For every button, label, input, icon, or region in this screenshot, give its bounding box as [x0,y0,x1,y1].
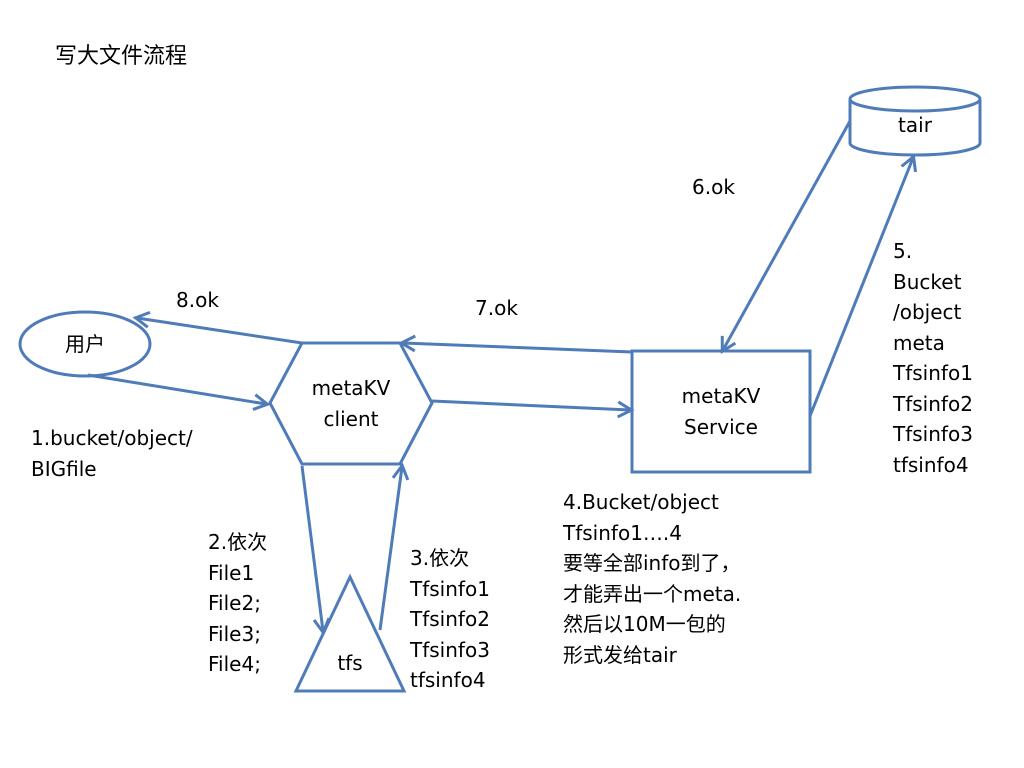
arrow-tair-to-service [723,120,852,350]
step6-label: 6.ok [692,175,735,199]
user-node-label: 用户 [65,332,105,356]
arrow-tfs-to-client [378,467,402,631]
client-node-label: metaKV client [311,376,391,431]
arrow-user-to-client [87,373,266,404]
arrow-service-to-tair [808,158,913,417]
arrow-client-to-service [431,399,630,410]
service-node-label: metaKV Service [681,384,761,439]
tair-node-label: tair [898,113,932,137]
step4-label: 4.Bucket/object Tfsinfo1….4 要等全部info到了， … [563,490,742,667]
user-node-shape [18,310,152,378]
step1-label: 1.bucket/object/ BIGfile [31,426,193,481]
tfs-node-label: tfs [337,651,363,675]
step7-label: 7.ok [475,296,518,320]
tair-node-shape [848,85,982,157]
step2-label: 2.依次 File1 File2; File3; File4; [208,530,268,676]
arrow-client-to-tfs [300,465,323,631]
arrow-service-to-client [403,343,633,354]
step8-label: 8.ok [176,288,219,312]
diagram-title: 写大文件流程 [55,44,188,69]
arrow-client-to-user [137,318,303,345]
step3-label: 3.依次 Tfsinfo1 Tfsinfo2 Tfsinfo3 tfsinfo4 [410,546,490,692]
step5-label: 5. Bucket /object meta Tfsinfo1 Tfsinfo2… [893,239,973,477]
